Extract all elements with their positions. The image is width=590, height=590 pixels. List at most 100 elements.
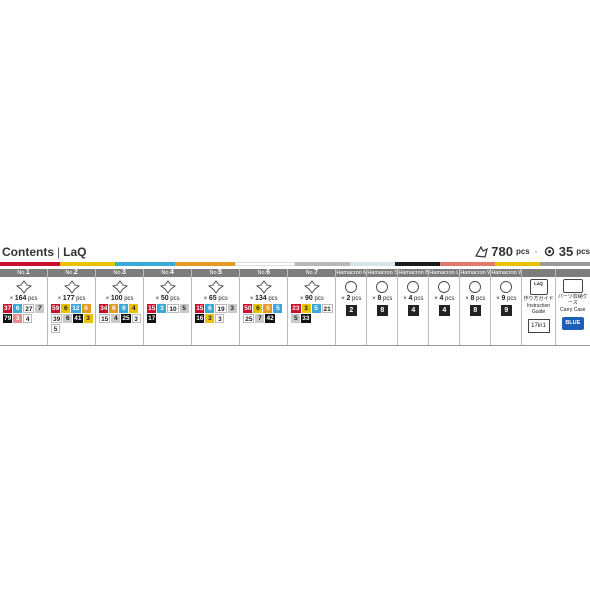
count-prefix: × [341, 296, 347, 302]
stripe-segment [235, 262, 295, 266]
count-value: 50 [160, 295, 169, 302]
total-parts-unit: pcs [576, 247, 590, 256]
hamacron-header: Hamacron BillsSet A [398, 269, 429, 277]
laq-piece-shape-icon [303, 280, 320, 294]
count-prefix: × [155, 296, 161, 302]
color-count-tile: 33 [301, 314, 311, 323]
piece-count: × 50 pcs [144, 295, 191, 302]
color-count-tile: 6 [253, 304, 263, 313]
header-dot: · [534, 246, 538, 257]
piece-header: No.5 [192, 269, 240, 277]
color-count-tile: 37 [3, 304, 13, 313]
piece-count: × 177 pcs [48, 295, 95, 302]
color-count-tile: 21 [321, 304, 333, 313]
piece-number: 3 [121, 269, 126, 276]
hamacron-count: × 8 pcs [460, 295, 490, 302]
hamacron-count: × 9 pcs [491, 295, 521, 302]
hamacron-part-icon [469, 281, 482, 293]
hamacron-header: Hamacron M [336, 269, 367, 277]
stripe-segment [0, 262, 60, 266]
guide-book-icon: 17in1 [527, 319, 550, 333]
count-prefix: × [434, 296, 440, 302]
color-count-tile: 6 [205, 304, 215, 313]
color-count-tile: 3 [205, 314, 215, 323]
count-unit: pcs [26, 296, 38, 302]
count-prefix: × [249, 296, 255, 302]
stripe-segment [395, 262, 440, 266]
count-value: 65 [208, 295, 217, 302]
piece-count: × 134 pcs [240, 295, 287, 302]
laq-piece-shape-icon [255, 280, 272, 294]
color-count-tile: 25 [243, 314, 255, 323]
count-value: 8 [470, 295, 475, 302]
color-count-tile: 7 [255, 314, 265, 323]
color-count-tile: 6 [61, 304, 71, 313]
piece-count: × 164 pcs [0, 295, 47, 302]
count-value: 4 [408, 295, 413, 302]
count-prefix: × [372, 296, 378, 302]
color-count-tile: 17 [147, 314, 157, 323]
color-count-tile: 7 [35, 304, 45, 313]
stripe-segment [540, 262, 590, 266]
color-count-tile: 3 [13, 314, 23, 323]
color-count-tile: 4 [111, 314, 121, 323]
color-count-tile: 15 [195, 304, 205, 313]
piece-header: No.1 [0, 269, 48, 277]
count-prefix: × [9, 296, 15, 302]
laq-piece-shape-icon [159, 280, 176, 294]
color-count-tile: 27 [23, 304, 35, 313]
hamacron-count: × 8 pcs [367, 295, 397, 302]
stripe-segment [350, 262, 395, 266]
count-value: 4 [439, 295, 444, 302]
color-count-tile: 79 [3, 314, 13, 323]
count-value: 9 [501, 295, 506, 302]
laq-pieces-icon [475, 245, 489, 258]
hamacron-box-count: 4 [407, 305, 419, 316]
count-unit: pcs [122, 296, 134, 302]
piece-header: No.3 [96, 269, 144, 277]
guide-logo-icon: LaQ [529, 279, 548, 295]
piece-label: No. [17, 270, 26, 276]
count-unit: pcs [216, 296, 228, 302]
color-count-tile: 19 [215, 304, 227, 313]
color-count-tile: 6 [63, 314, 73, 323]
color-count-tile: 6 [13, 304, 23, 313]
color-count-tile: 15 [147, 304, 157, 313]
count-unit: pcs [412, 296, 424, 302]
laq-piece-shape-icon [207, 280, 224, 294]
piece-label: No. [209, 270, 219, 276]
count-value: 2 [346, 295, 351, 302]
stripe-segment [295, 262, 350, 266]
hamacron-count: × 4 pcs [429, 295, 459, 302]
hamacron-part-icon [407, 281, 420, 293]
color-stripe [0, 262, 590, 266]
hamacron-part-icon [345, 281, 358, 293]
piece-label: No. [257, 270, 267, 276]
piece-number: 5 [218, 269, 222, 276]
stripe-segment [175, 262, 235, 266]
count-value: 90 [304, 295, 313, 302]
color-count-tile: 4 [23, 314, 33, 323]
hamacron-count: × 4 pcs [398, 295, 428, 302]
piece-header: No.7 [288, 269, 336, 277]
laq-piece-shape-icon [111, 280, 128, 294]
count-prefix: × [105, 296, 111, 302]
color-count-tile: 5 [179, 304, 189, 313]
gear-parts-icon [544, 246, 554, 257]
color-count-tile: 3 [131, 314, 141, 323]
color-count-tile: 5 [263, 304, 273, 313]
color-count-tile: 3 [227, 304, 237, 313]
